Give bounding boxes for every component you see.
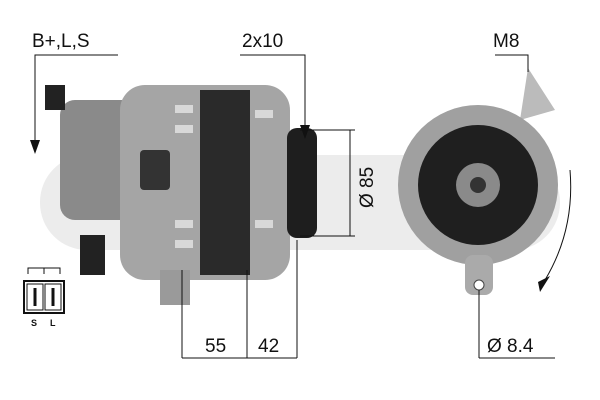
terminals-label: B+,L,S xyxy=(32,31,90,52)
arrow-down-icon xyxy=(30,140,40,154)
connector-icon xyxy=(23,267,65,314)
dimension-lines xyxy=(34,54,572,359)
length-a-label: 55 xyxy=(205,336,226,357)
pin-l-label: L xyxy=(50,318,56,328)
pulley xyxy=(287,128,317,238)
pin-s-label: S xyxy=(31,318,37,328)
alternator-front-view xyxy=(398,68,558,295)
hole-diameter-label: Ø 8.4 xyxy=(487,336,534,357)
pulley-diameter-label: Ø 85 xyxy=(357,167,378,208)
alternator-side-view xyxy=(45,85,317,305)
mount-thread-label: M8 xyxy=(493,31,519,52)
pulley-grooves-label: 2x10 xyxy=(242,31,283,52)
rotation-arrow-icon xyxy=(538,276,550,292)
arrow-down-icon xyxy=(300,125,310,139)
length-b-label: 42 xyxy=(258,336,279,357)
